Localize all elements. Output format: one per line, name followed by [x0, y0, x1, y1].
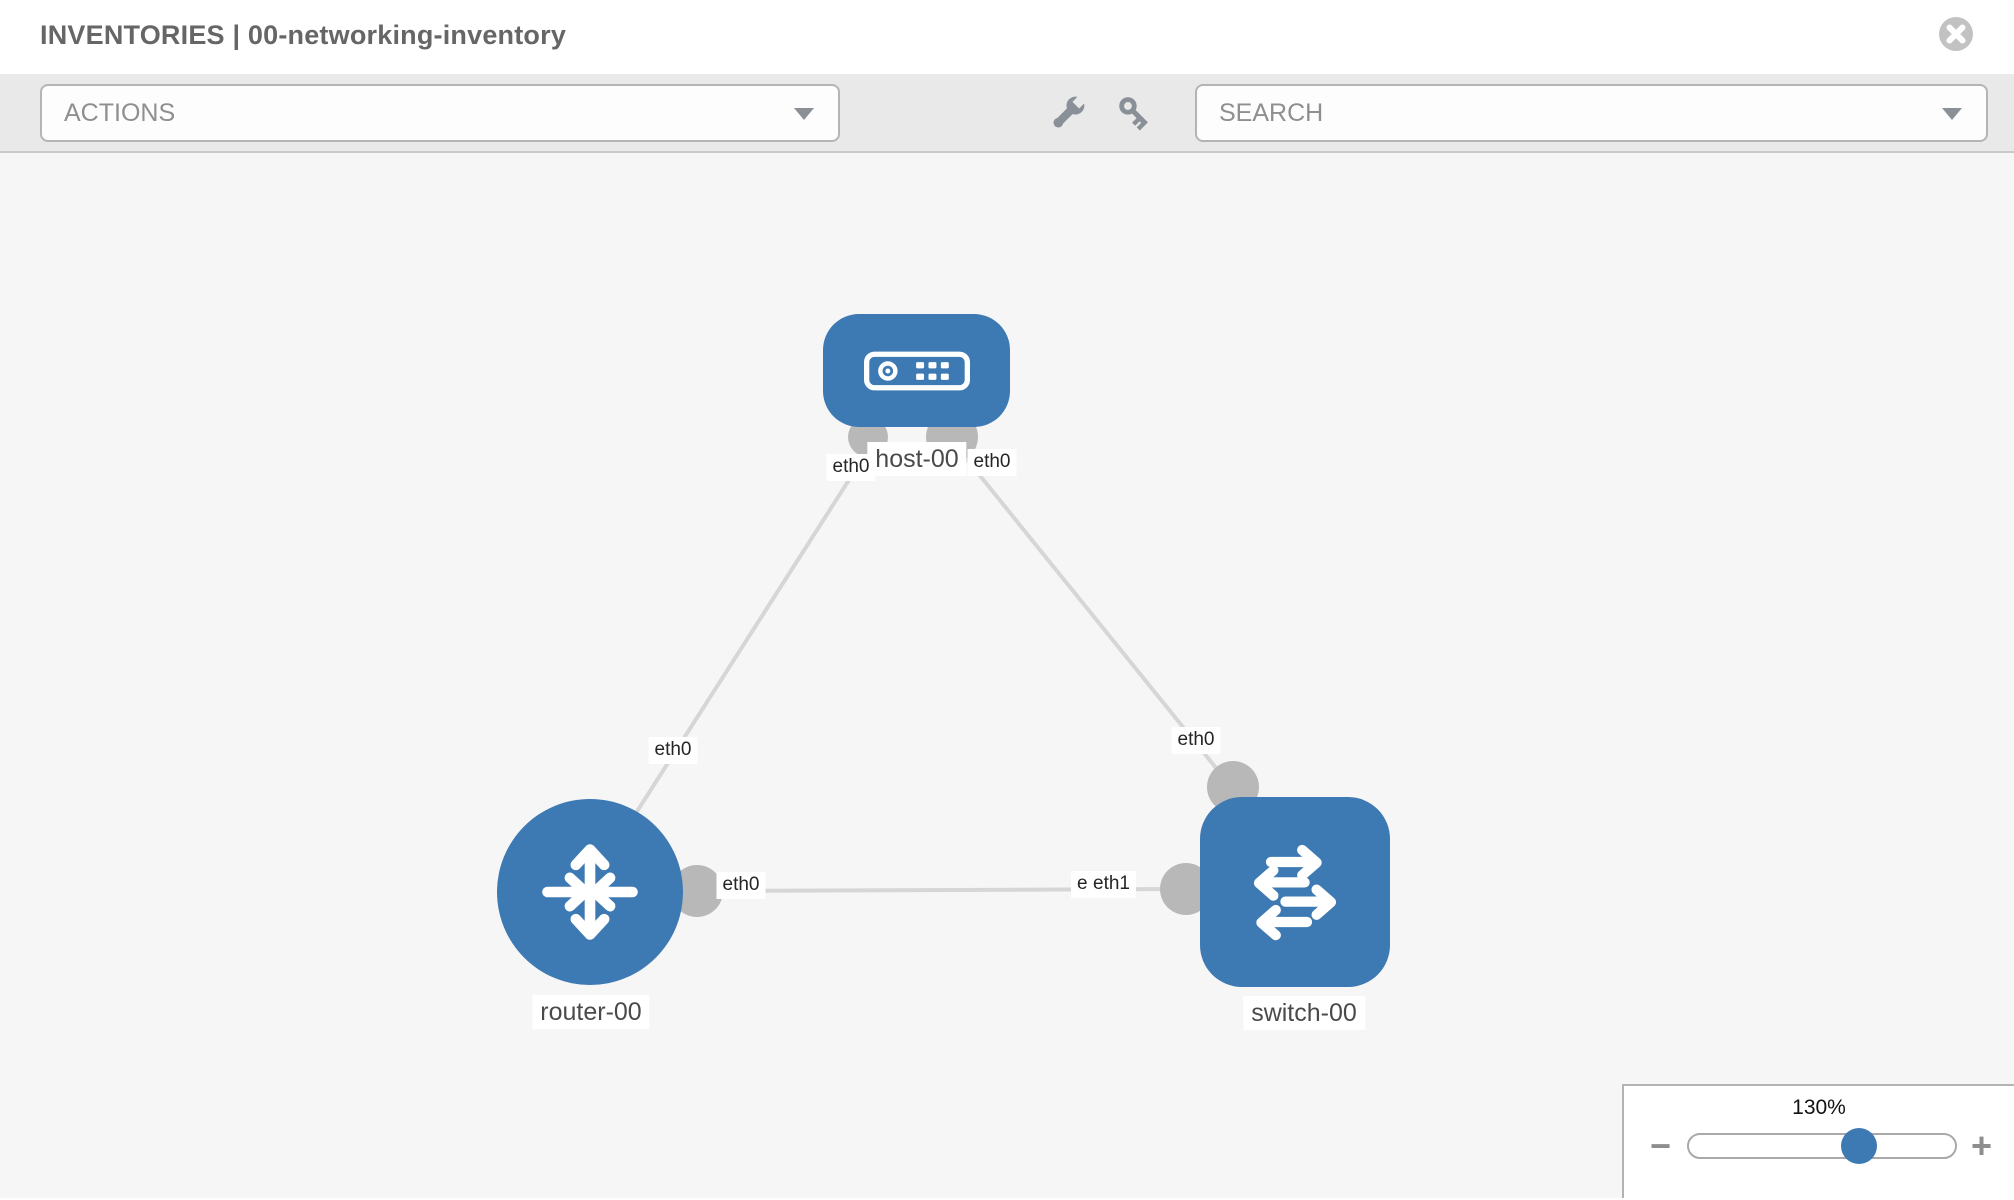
iface-label-host-eth0-right: eth0 — [967, 449, 1017, 476]
zoom-slider-thumb[interactable] — [1841, 1128, 1878, 1164]
router-icon — [542, 844, 638, 940]
wrench-icon — [1053, 94, 1087, 128]
toolbar: ACTIONS SEARCH — [0, 74, 2014, 153]
node-label-host-00: host-00 — [867, 442, 967, 476]
close-icon — [1939, 17, 1973, 51]
wrench-button[interactable] — [1045, 90, 1091, 136]
header: INVENTORIES | 00-networking-inventory — [0, 0, 2014, 74]
switch-icon — [1253, 844, 1337, 941]
key-button[interactable] — [1112, 90, 1158, 136]
chevron-down-icon — [794, 108, 814, 120]
topology-canvas[interactable]: host-00 router-00 switch-00 eth0 eth0 et… — [0, 153, 2014, 1198]
node-host-00[interactable] — [823, 314, 1010, 427]
search-dropdown[interactable]: SEARCH — [1195, 84, 1988, 142]
interface-connector-router-right — [671, 865, 723, 917]
key-icon — [1119, 97, 1148, 131]
node-label-router-00: router-00 — [532, 995, 650, 1029]
iface-label-host-eth0-left: eth0 — [826, 454, 876, 481]
actions-dropdown-label: ACTIONS — [64, 98, 176, 127]
node-label-switch-00: switch-00 — [1243, 996, 1365, 1030]
interface-connector-switch-left — [1160, 863, 1212, 915]
iface-label-router-eth0: eth0 — [716, 872, 766, 899]
zoom-level-label: 130% — [1792, 1096, 1846, 1119]
iface-label-switch-link-eth0: eth0 — [1171, 727, 1221, 754]
node-router-00[interactable] — [497, 799, 683, 985]
zoom-control-panel: 130% − + — [1622, 1084, 2014, 1198]
close-button[interactable] — [1938, 16, 1974, 52]
search-dropdown-label: SEARCH — [1219, 98, 1324, 127]
zoom-slider-track[interactable] — [1687, 1128, 1958, 1164]
iface-label-router-link-eth0: eth0 — [648, 737, 698, 764]
iface-label-switch-eth1: eth1 — [1087, 871, 1136, 898]
host-icon — [863, 351, 970, 390]
zoom-out-button[interactable]: − — [1650, 1125, 1672, 1166]
zoom-in-button[interactable]: + — [1971, 1125, 1993, 1166]
page-title: INVENTORIES | 00-networking-inventory — [40, 20, 567, 50]
topology-links-layer — [634, 411, 1259, 917]
chevron-down-icon — [1942, 108, 1962, 120]
node-switch-00[interactable] — [1200, 797, 1390, 987]
actions-dropdown[interactable]: ACTIONS — [40, 84, 840, 142]
